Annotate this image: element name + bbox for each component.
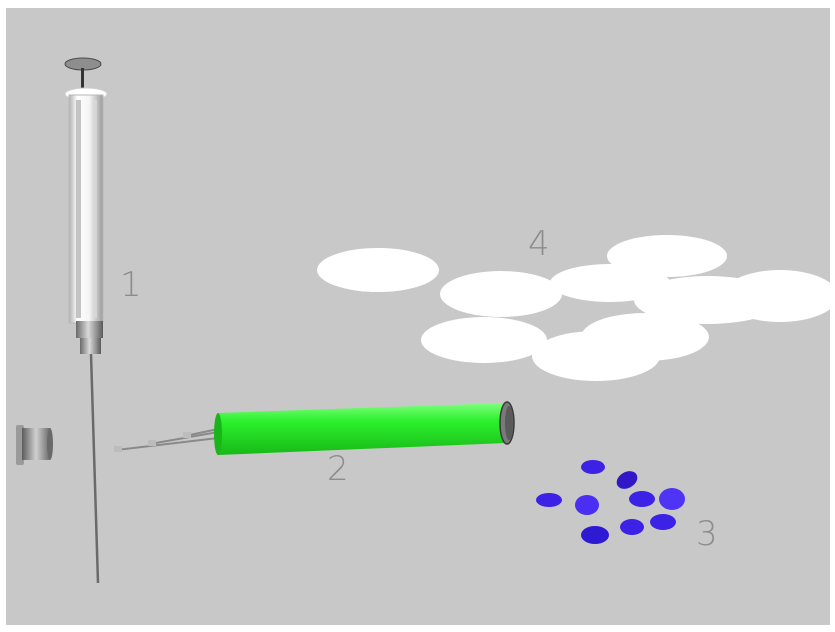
label-white-discs: 4 — [528, 224, 550, 264]
disc — [607, 235, 727, 277]
green-cylinder-with-needles — [114, 401, 515, 455]
disc — [317, 248, 439, 292]
pellet — [575, 495, 599, 515]
pellet — [659, 488, 685, 510]
pellet — [581, 526, 609, 544]
syringe-needle — [89, 353, 100, 584]
label-green-cylinder: 2 — [327, 449, 349, 489]
syringe-barrel — [68, 94, 104, 324]
syringe — [64, 57, 108, 584]
pellet — [536, 493, 562, 507]
pellet — [629, 491, 655, 507]
cap — [16, 425, 53, 465]
blue-pellets — [536, 460, 685, 544]
disc — [440, 271, 562, 317]
disc — [532, 331, 660, 381]
white-discs — [317, 235, 835, 381]
pellet — [616, 471, 638, 489]
pellet — [620, 519, 644, 535]
label-blue-pellets: 3 — [696, 514, 718, 554]
label-syringe: 1 — [120, 265, 142, 305]
pellet — [650, 514, 676, 530]
disc — [421, 317, 547, 363]
green-cylinder — [218, 403, 506, 455]
disc — [722, 270, 835, 322]
pellet — [581, 460, 605, 474]
